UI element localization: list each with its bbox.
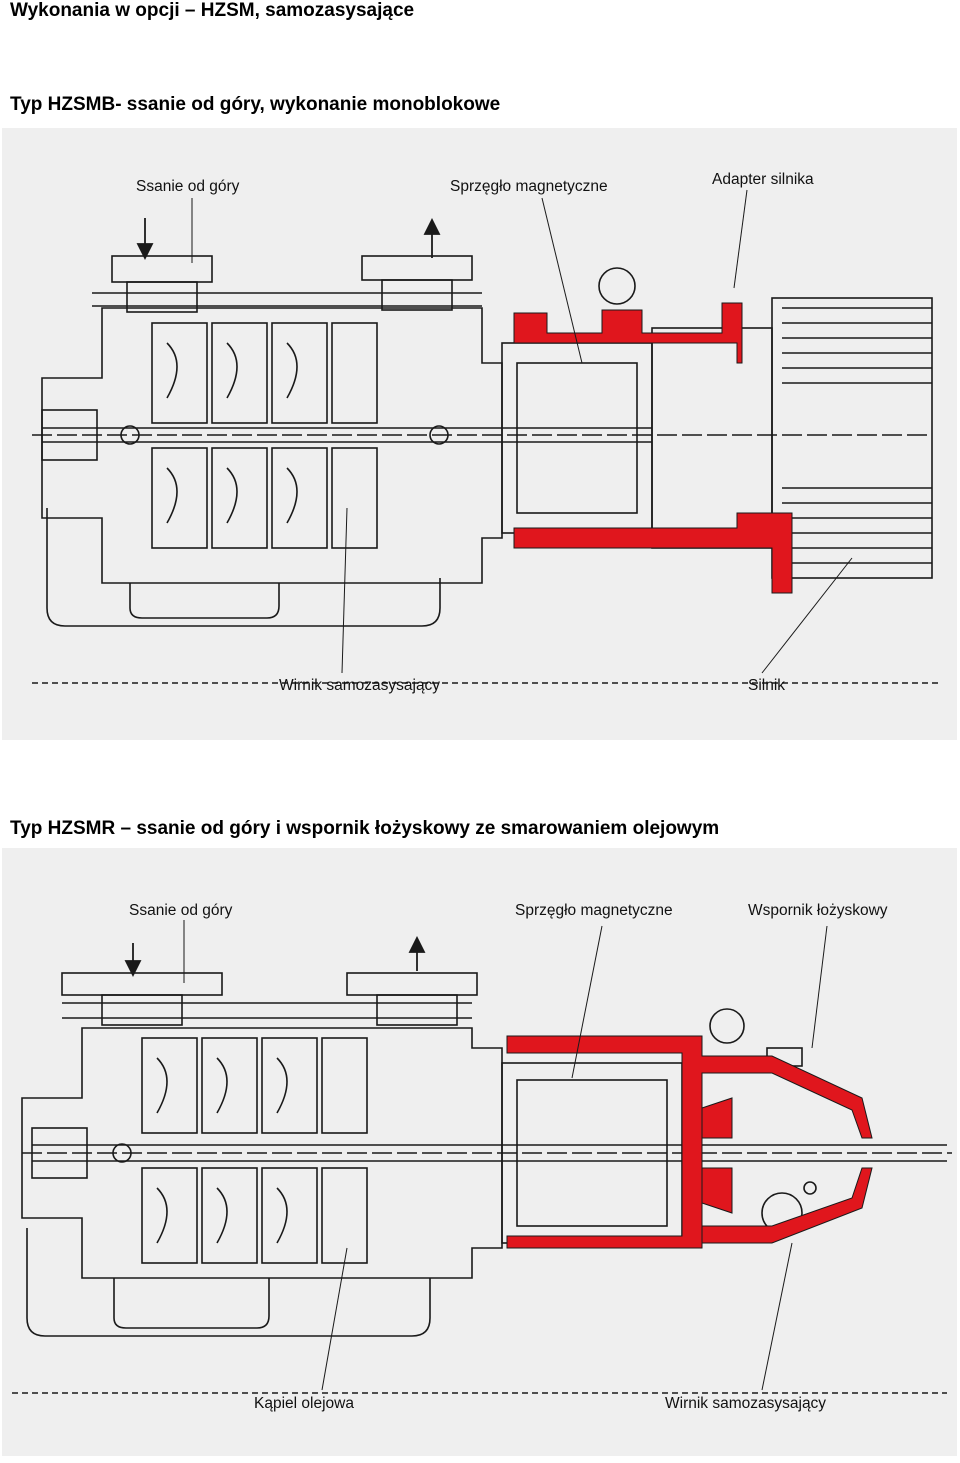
label-suction-top: Ssanie od góry bbox=[136, 178, 240, 195]
label-magnetic-coupling: Sprzęgło magnetyczne bbox=[515, 902, 673, 919]
label-suction-top: Ssanie od góry bbox=[129, 902, 233, 919]
label-motor-adapter: Adapter silnika bbox=[712, 171, 814, 188]
label-self-priming-impeller: Wirnik samozasysający bbox=[279, 677, 441, 694]
label-motor: Silnik bbox=[748, 677, 786, 694]
pump-cross-section-b bbox=[12, 920, 952, 1394]
pump-drawing-hzsmr: Ssanie od góry Sprzęgło magnetyczne Wspo… bbox=[2, 848, 957, 1456]
pump-drawing-hzsmb: Ssanie od góry Sprzęgło magnetyczne Adap… bbox=[2, 128, 957, 740]
pump-cross-section-a bbox=[32, 189, 942, 684]
label-oil-bath: Kąpiel olejowa bbox=[254, 1395, 354, 1412]
section-b-title: Typ HZSMR – ssanie od góry i wspornik ło… bbox=[10, 818, 720, 839]
page-title: Wykonania w opcji – HZSM, samozasysające bbox=[10, 0, 415, 21]
label-self-priming-impeller: Wirnik samozasysający bbox=[665, 1395, 827, 1412]
label-bearing-bracket: Wspornik łożyskowy bbox=[748, 902, 888, 919]
section-a-title: Typ HZSMB- ssanie od góry, wykonanie mon… bbox=[10, 94, 501, 115]
label-magnetic-coupling: Sprzęgło magnetyczne bbox=[450, 178, 608, 195]
